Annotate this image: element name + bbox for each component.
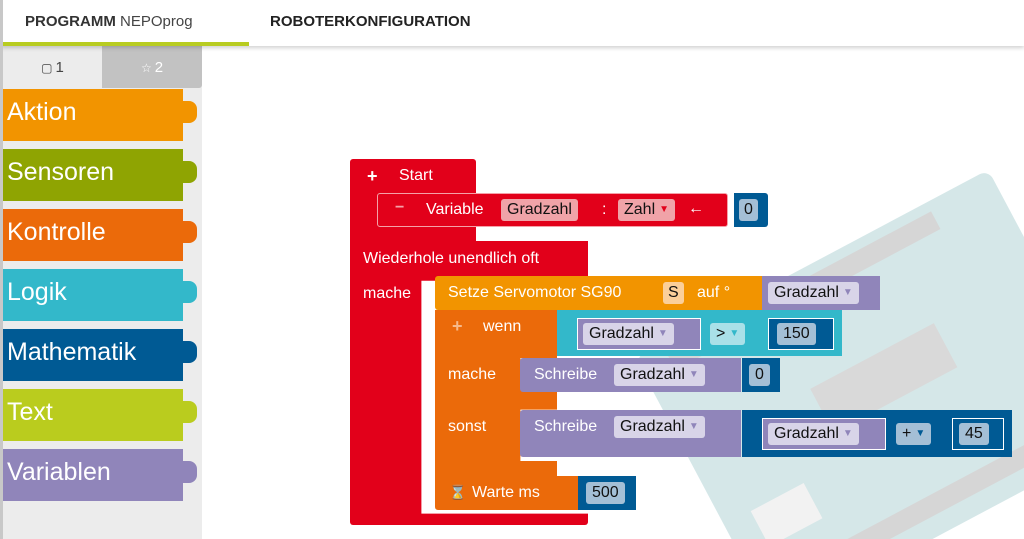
variable-declaration-block[interactable]: − Variable Gradzahl : Zahl▼ ← [377,193,728,227]
assign-arrow-icon: ← [688,200,704,217]
variable-type-dropdown[interactable]: Zahl▼ [618,199,676,221]
category-sensoren[interactable]: Sensoren [3,149,197,201]
variable-get-block[interactable]: Gradzahl▼ [762,418,886,450]
servo-label: Setze Servomotor SG90 [448,284,622,301]
level-1-tab[interactable]: ▢1 [3,46,102,88]
variable-get-block[interactable]: Gradzahl▼ [762,276,880,310]
chevron-down-icon: ▼ [842,287,853,298]
operator-value: > [716,325,726,342]
variable-label: Variable [426,201,484,218]
variable-dropdown[interactable]: Gradzahl▼ [614,416,705,438]
number-block[interactable]: 150 [768,318,834,350]
variable-dropdown[interactable]: Gradzahl▼ [583,323,674,345]
tab-program-label: PROGRAMM [25,13,116,30]
variable-value: Gradzahl [620,418,685,435]
chevron-down-icon: ▼ [659,204,670,215]
else-label: sonst [448,418,487,435]
category-logik[interactable]: Logik [3,269,197,321]
servo-suffix: auf ° [697,284,731,301]
number-value[interactable]: 150 [777,323,816,345]
variable-name-field[interactable]: Gradzahl [501,199,578,221]
top-tab-bar: PROGRAMM NEPOprog ROBOTERKONFIGURATION [0,0,1024,46]
number-block[interactable]: 0 [734,193,768,227]
compare-block[interactable]: Gradzahl▼ >▼ 150 [557,310,842,356]
operator-dropdown[interactable]: >▼ [710,323,746,345]
category-variablen[interactable]: Variablen [3,449,197,501]
chevron-down-icon: ▼ [915,428,926,439]
operator-value: + [902,425,912,442]
expand-plus-icon[interactable]: + [452,316,463,336]
blockly-workspace[interactable] [202,46,1024,539]
variable-value: Gradzahl [774,425,839,442]
number-value[interactable]: 0 [739,199,758,221]
chevron-down-icon: ▼ [688,421,699,432]
set-servo-block[interactable]: Setze Servomotor SG90 S auf ° [435,276,762,310]
wait-block[interactable]: ⌛ Warte ms [435,476,578,510]
tab-robot-configuration[interactable]: ROBOTERKONFIGURATION [270,13,471,30]
collapse-minus-icon[interactable]: − [395,199,405,216]
number-value[interactable]: 45 [959,423,989,445]
level-tabs: ▢1 ☆2 [3,46,202,88]
number-block[interactable]: 500 [578,476,636,510]
assign-variable-block[interactable]: Schreibe Gradzahl▼ [520,358,741,392]
category-text[interactable]: Text [3,389,197,441]
variable-dropdown[interactable]: Gradzahl▼ [768,282,859,304]
program-name: NEPOprog [120,13,193,30]
level-2-tab[interactable]: ☆2 [102,46,202,88]
level-1-label: 1 [55,59,64,76]
category-mathematik[interactable]: Mathematik [3,329,197,381]
level-2-label: 2 [154,59,164,76]
then-label: mache [448,366,497,383]
number-value[interactable]: 500 [586,482,625,504]
loop-label: Wiederhole unendlich oft [363,250,540,267]
servo-port-field[interactable]: S [663,282,684,304]
chevron-down-icon: ▼ [842,428,853,439]
toolbox: ▢1 ☆2 Aktion Sensoren Kontrolle Logik Ma… [3,46,202,539]
expand-plus-icon[interactable]: + [367,166,378,186]
star-icon: ☆ [140,61,152,75]
write-label: Schreibe [534,418,598,435]
loop-do-label: mache [363,285,412,302]
chevron-down-icon: ▼ [688,369,699,380]
variable-dropdown[interactable]: Gradzahl▼ [614,364,705,386]
variable-value: Gradzahl [589,325,654,342]
number-block[interactable]: 0 [742,358,780,392]
if-else-block[interactable]: + wenn mache sonst [435,310,557,476]
number-value[interactable]: 0 [749,364,770,386]
hourglass-icon: ⌛ [449,484,467,500]
write-label: Schreibe [534,366,598,383]
window-edge [0,0,3,539]
variable-dropdown[interactable]: Gradzahl▼ [768,423,859,445]
number-block[interactable]: 45 [952,418,1004,450]
tab-program[interactable]: PROGRAMM NEPOprog [3,0,249,46]
variable-get-block[interactable]: Gradzahl▼ [577,318,701,350]
square-icon: ▢ [41,61,53,75]
category-aktion[interactable]: Aktion [3,89,197,141]
variable-value: Gradzahl [620,366,685,383]
arithmetic-block[interactable]: Gradzahl▼ +▼ 45 [742,410,1012,457]
wait-label: Warte ms [472,484,540,501]
colon-separator: : [602,201,607,218]
type-value: Zahl [624,201,656,218]
chevron-down-icon: ▼ [657,328,668,339]
variable-value: Gradzahl [774,284,839,301]
operator-dropdown[interactable]: +▼ [896,423,932,445]
category-kontrolle[interactable]: Kontrolle [3,209,197,261]
start-label: Start [399,167,433,184]
assign-variable-block[interactable]: Schreibe Gradzahl▼ [520,410,741,457]
if-label: wenn [483,318,522,335]
chevron-down-icon: ▼ [729,328,740,339]
